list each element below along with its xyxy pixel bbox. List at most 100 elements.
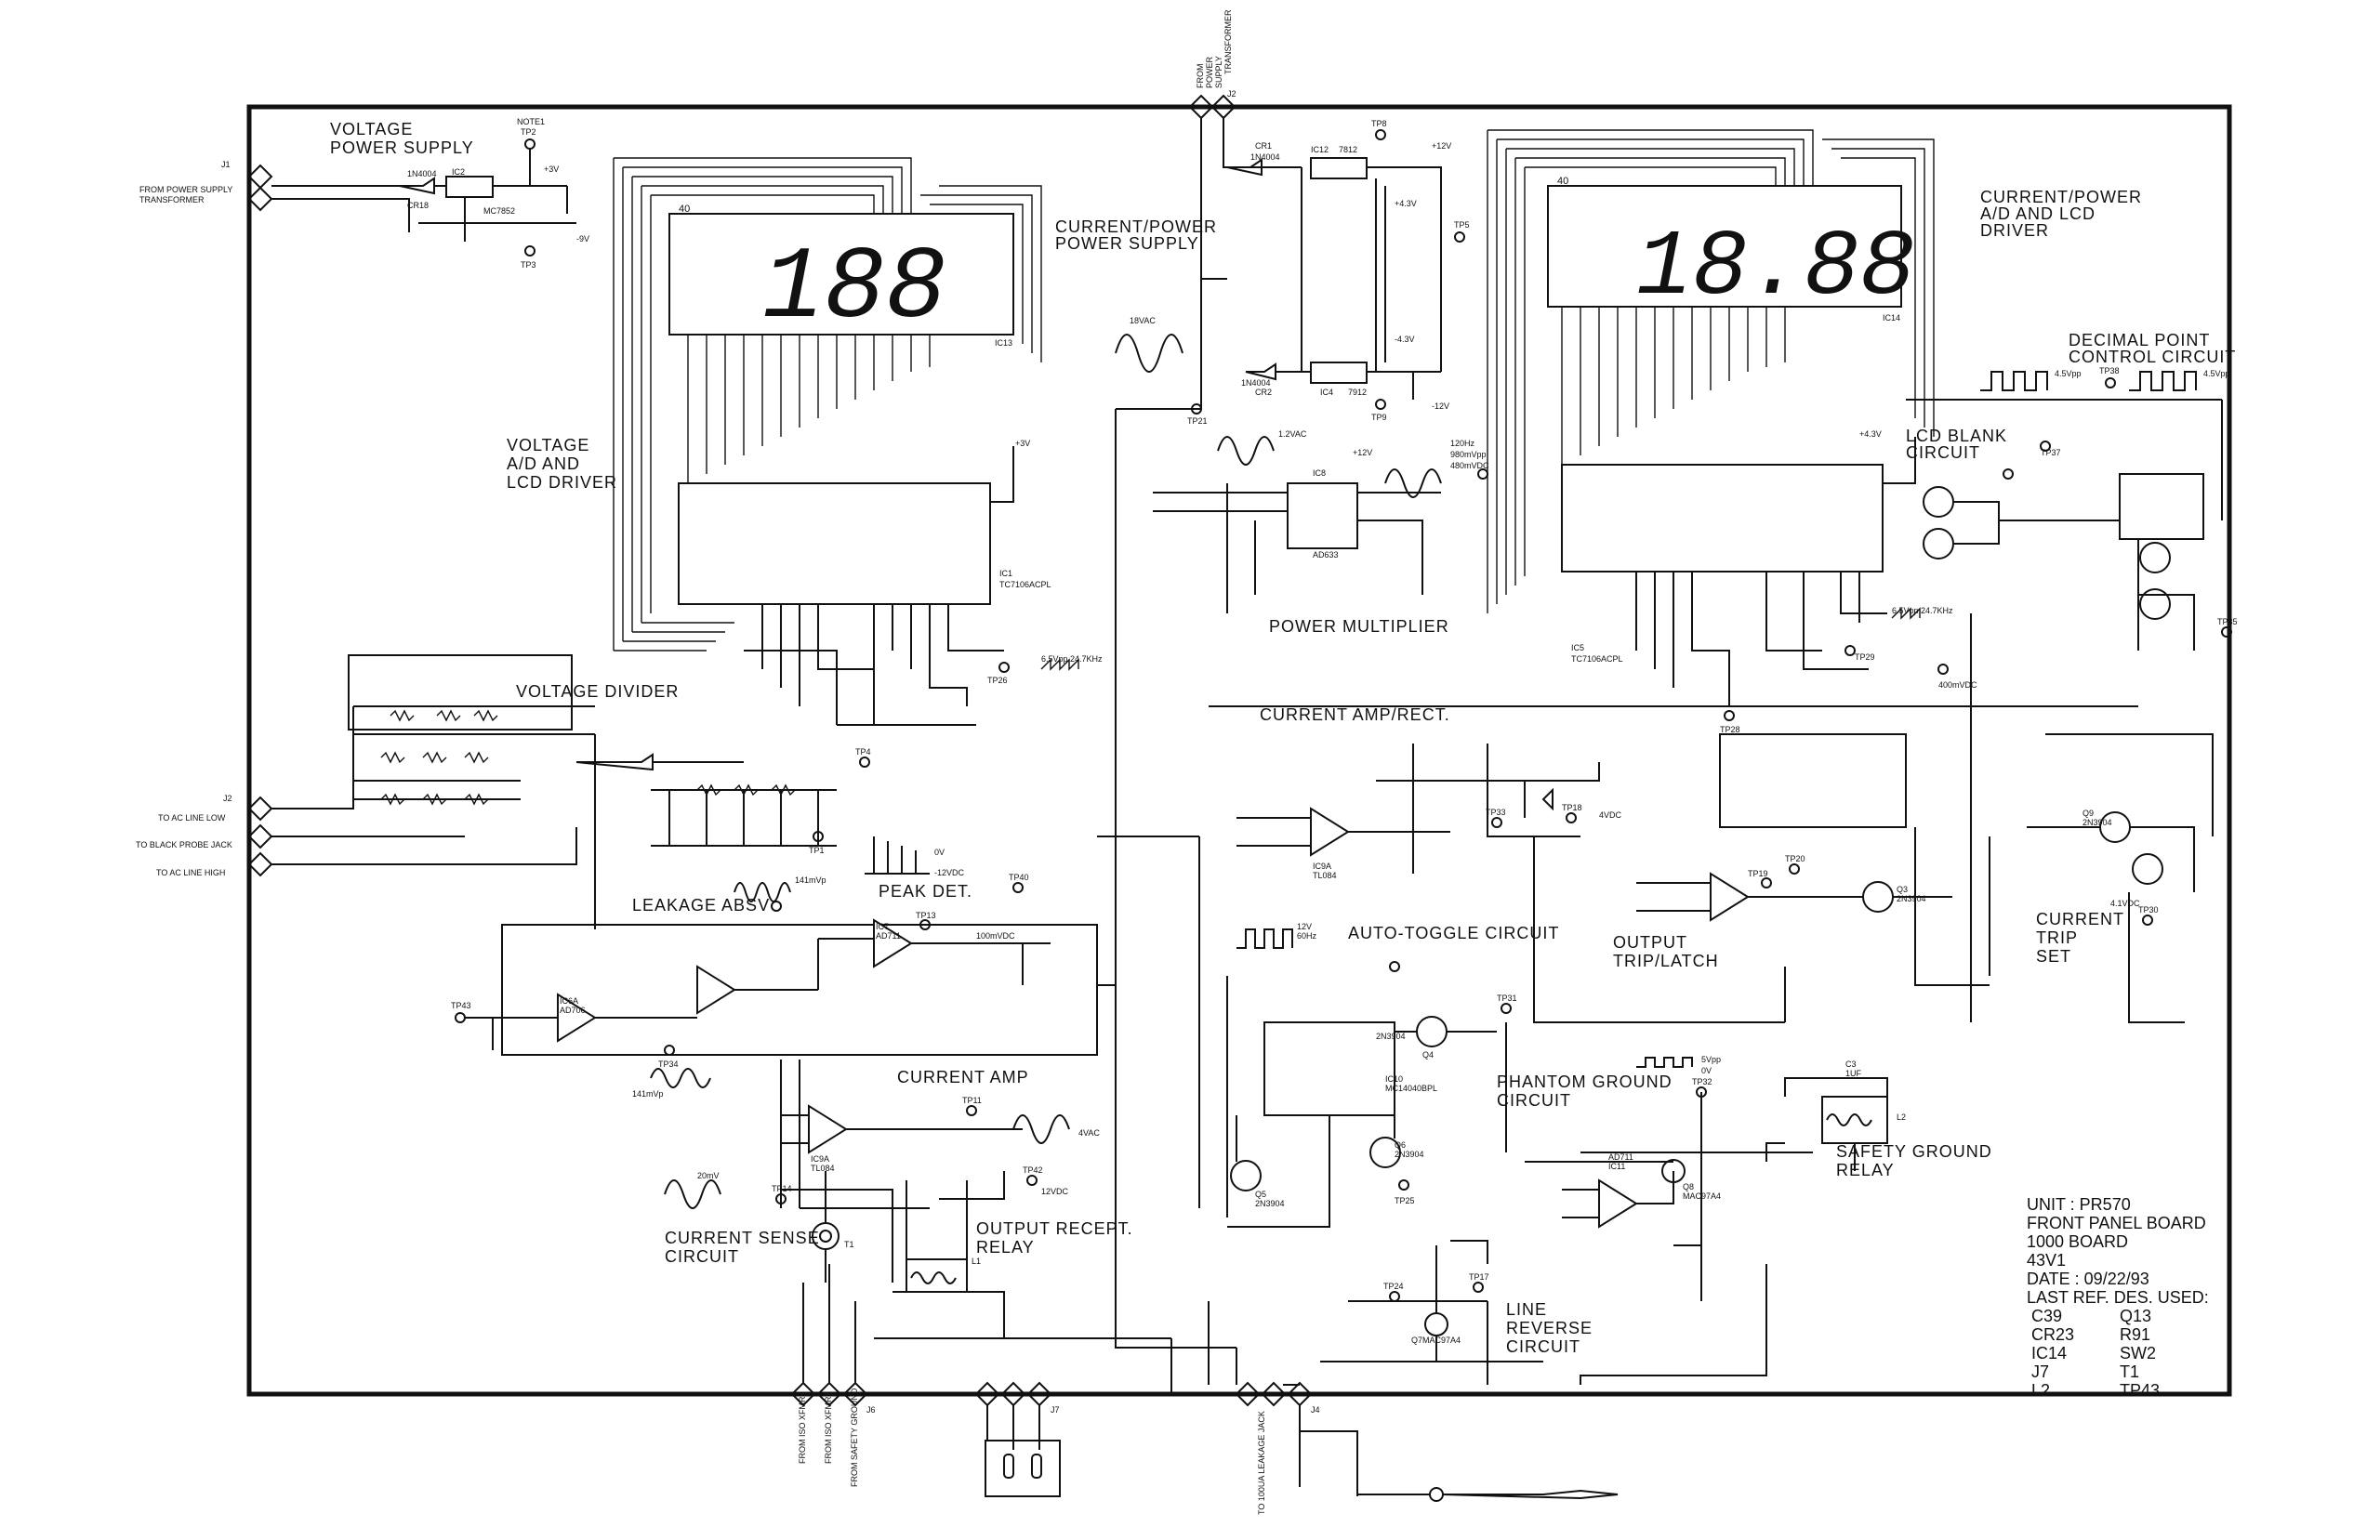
q3-id: Q3 <box>1897 885 1908 894</box>
ic5-part: TC7106ACPL <box>1571 654 1623 664</box>
ca-ic9-part: TL084 <box>811 1164 835 1173</box>
j4-label: TO 100UA LEAKAGE JACK <box>1257 1411 1266 1515</box>
ic14-id: IC14 <box>1883 313 1900 322</box>
orr-title-2: RELAY <box>976 1238 1035 1257</box>
connector-j7: J7 <box>974 1381 1061 1497</box>
ic1-clock: 6.5Vpp 24.7KHz <box>1041 654 1103 664</box>
car-title: CURRENT AMP/RECT. <box>1260 705 1450 724</box>
j7-id: J7 <box>1051 1405 1060 1415</box>
j3-line-high: TO AC LINE HIGH <box>156 868 225 877</box>
cps-minus43: -4.3V <box>1395 335 1415 344</box>
cr2-id: CR2 <box>1255 388 1272 397</box>
current-trip-set: CURRENT TRIP SET Q9 2N3904 TP30 4.1VDC <box>1989 733 2214 1023</box>
q7-part: MAC97A4 <box>1422 1336 1461 1345</box>
lb-title-1: LCD BLANK <box>1906 427 2007 445</box>
tp24-label: TP24 <box>1383 1282 1404 1291</box>
cps-plus43: +4.3V <box>1395 199 1417 208</box>
c3-part: 1UF <box>1845 1069 1862 1078</box>
pd-0v: 0V <box>934 848 945 857</box>
q8-id: Q8 <box>1683 1182 1694 1191</box>
ic4-id: IC4 <box>1320 388 1333 397</box>
cr1-part: 1N4004 <box>1250 152 1280 162</box>
ca-title: CURRENT AMP <box>897 1068 1029 1086</box>
ref-cr23: CR23 <box>2031 1325 2074 1344</box>
t1-id: T1 <box>844 1240 854 1249</box>
v41-label: 4.1VDC <box>2110 899 2140 908</box>
current-sense: CURRENT SENSE CIRCUIT 20mV T1 TP14 <box>664 1171 893 1283</box>
voltage-ad-title: VOLTAGE A/D AND LCD DRIVER <box>507 436 616 492</box>
mv141-label: 141mVp <box>795 875 826 885</box>
ic9a-id: IC9A <box>1313 862 1331 871</box>
cs-title-1: CURRENT SENSE <box>665 1229 820 1247</box>
vd-title: VOLTAGE DIVIDER <box>516 682 679 701</box>
connector-j1: J1 FROM POWER SUPPLY TRANSFORMER <box>139 160 410 232</box>
tp34-label: TP34 <box>658 1060 679 1069</box>
tp28-label: TP28 <box>1720 725 1740 734</box>
ic5-chip: IC5 TC7106ACPL <box>1561 464 1884 664</box>
sgr-title-2: RELAY <box>1836 1161 1895 1179</box>
mv20-label: 20mV <box>697 1171 720 1180</box>
j2-top-id: J2 <box>1227 89 1236 99</box>
clock-wave-2 <box>1891 607 1921 620</box>
cr18-id: CR18 <box>407 201 429 210</box>
ic1-support <box>744 446 1014 726</box>
j6-label-2: FROM ISO XFMR <box>824 1396 833 1464</box>
right-digits: 18.88 <box>1636 217 1915 322</box>
q5-part: 2N3904 <box>1255 1199 1285 1208</box>
q8-part: MAC97A4 <box>1683 1191 1721 1201</box>
left-lcd-wiring <box>613 157 1042 652</box>
vdc12-label: 12VDC <box>1041 1187 1069 1196</box>
tp31-label: TP31 <box>1497 994 1517 1003</box>
cpad-title-2: A/D AND LCD <box>1980 204 2096 223</box>
info-rev: 43V1 <box>2027 1251 2066 1270</box>
q7-id: Q7 <box>1411 1336 1422 1345</box>
tp40-label: TP40 <box>1009 873 1029 882</box>
f120-label: 120Hz <box>1450 439 1475 448</box>
tp25-label: TP25 <box>1395 1196 1415 1205</box>
info-unit: UNIT : PR570 <box>2027 1195 2131 1214</box>
ic12-id: IC12 <box>1311 145 1329 154</box>
ic8-part: AD633 <box>1313 550 1339 559</box>
cps-minus12: -12V <box>1432 401 1449 411</box>
tp26-label: TP26 <box>987 676 1008 685</box>
tp1-label: TP1 <box>809 846 825 855</box>
voltage-divider: VOLTAGE DIVIDER TP4 TP1 <box>348 654 871 855</box>
ref-q13: Q13 <box>2120 1307 2151 1325</box>
v5pp-label: 5Vpp <box>1701 1055 1721 1064</box>
phantom-ground: PHANTOM GROUND CIRCUIT 5Vpp 0V IC11 AD71… <box>1497 1055 1721 1301</box>
ref-sw2: SW2 <box>2120 1344 2156 1362</box>
ic13-id: IC13 <box>995 338 1012 348</box>
ic5-id: IC5 <box>1571 643 1584 652</box>
mv980-label: 980mVpp <box>1450 450 1487 459</box>
l2-id: L2 <box>1897 1112 1906 1122</box>
pm-title: POWER MULTIPLIER <box>1269 617 1449 636</box>
q9-id: Q9 <box>2082 809 2094 818</box>
current-power-ad-title: CURRENT/POWER A/D AND LCD DRIVER <box>1980 188 2141 240</box>
tp19-label: TP19 <box>1748 869 1768 878</box>
sine-1v2 <box>1217 436 1275 466</box>
cr18-part: 1N4004 <box>407 169 437 178</box>
tp43-label: TP43 <box>451 1001 471 1010</box>
v18ac-label: 18VAC <box>1130 316 1156 325</box>
j1-id: J1 <box>221 160 231 169</box>
j6-label-3: FROM SAFETY GROUND <box>850 1388 859 1487</box>
ic5-support <box>1635 437 1916 706</box>
tp14-label: TP14 <box>772 1184 792 1193</box>
peak-det: PEAK DET. 0V -12VDC IC7 AD711 TP40 100mV… <box>818 836 1051 985</box>
ref-ic14: IC14 <box>2031 1344 2067 1362</box>
j2-top-label-1: FROM <box>1196 64 1205 89</box>
j1-label-2: TRANSFORMER <box>139 195 205 204</box>
v12ac-label: 1.2VAC <box>1278 429 1307 439</box>
board-outline <box>246 104 2232 1397</box>
vpp45-a: 4.5Vpp <box>2055 369 2082 378</box>
cts-title-1: CURRENT <box>2036 910 2124 928</box>
ic8-id: IC8 <box>1313 468 1326 478</box>
la-title: LEAKAGE ABSV <box>632 896 770 915</box>
left-digits: 188 <box>762 231 946 348</box>
q3-part: 2N3904 <box>1897 894 1926 903</box>
right-lcd: 40 IC14 18.88 <box>1547 176 1915 322</box>
tp21-label: TP21 <box>1187 416 1208 426</box>
lr-title-1: LINE <box>1506 1300 1547 1319</box>
cps-title-2: POWER SUPPLY <box>1055 234 1199 253</box>
v4vac-label: 4VAC <box>1078 1128 1100 1138</box>
